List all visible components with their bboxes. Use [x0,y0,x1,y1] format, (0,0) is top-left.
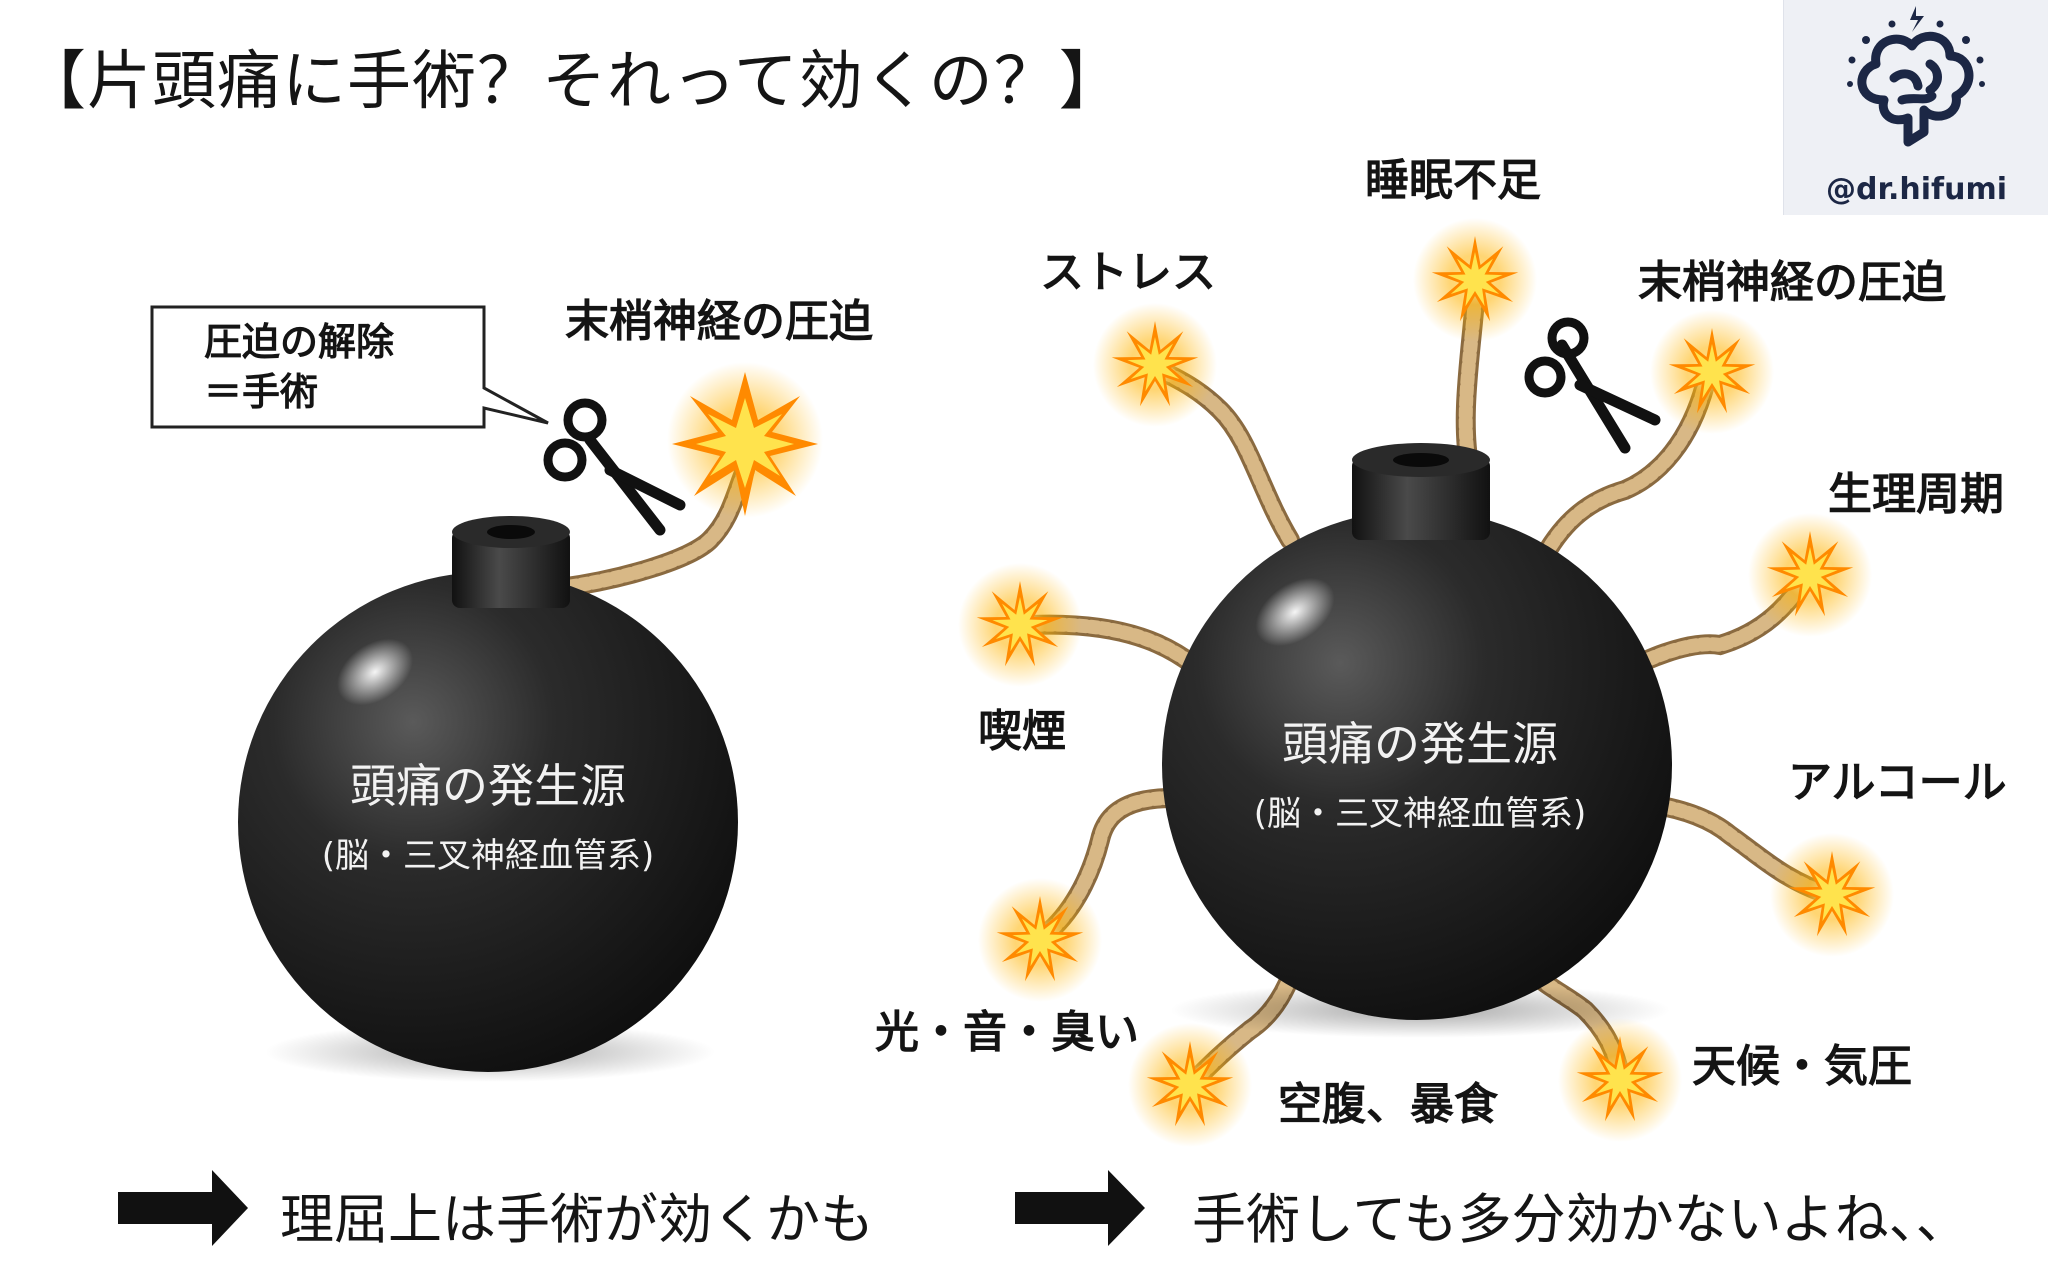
spark-alcohol-icon [1770,833,1894,957]
trigger-menstrual: 生理周期 [1828,469,2004,520]
trigger-sleep: 睡眠不足 [1365,155,1541,206]
left-bomb [238,460,755,1072]
left-scissors-icon [543,398,686,536]
spark-sensory-icon [978,878,1102,1002]
callout-text: 圧迫の解除 ＝手術 [152,307,484,427]
right-bomb-text: 頭痛の発生源 (脳・三叉神経血管系) [1215,708,1625,835]
left-spark [667,362,823,518]
trigger-alcohol: アルコール [1788,757,2007,808]
spark-menstrual-icon [1748,513,1872,637]
logo: @dr.hifumi [1783,0,2048,215]
spark-weather-icon [1558,1018,1682,1142]
page-title: 【片頭痛に手術？それって効くの？】 [22,45,1124,119]
left-bomb-sublabel: (脳・三叉神経血管系) [321,836,655,876]
callout-box [150,305,549,429]
trigger-nerve: 末梢神経の圧迫 [1638,257,1946,308]
right-scissors-icon [1524,317,1661,454]
right-bomb-label: 頭痛の発生源 [1282,717,1558,771]
spark-nerve-icon [1650,310,1774,434]
right-bomb [1162,443,1672,1020]
right-bomb-sublabel: (脳・三叉神経血管系) [1253,794,1587,834]
conclusion-left: 理屈上は手術が効くかも [280,1188,874,1251]
brain-icon [1847,6,1985,147]
trigger-sensory: 光・音・臭い [875,1007,1139,1058]
arrow-left-icon [118,1170,248,1246]
spark-hunger-icon [1128,1023,1252,1147]
trigger-hunger: 空腹、暴食 [1278,1079,1498,1130]
arrow-right-icon [1015,1170,1145,1246]
spark-sleep-icon [1413,218,1537,342]
trigger-stress: ストレス [1040,247,1216,298]
trigger-weather: 天候・気圧 [1692,1041,1912,1092]
spark-stress-icon [1093,303,1217,427]
callout-line-1: 圧迫の解除 [204,320,395,364]
right-sparks [958,218,1894,1147]
trigger-smoking: 喫煙 [978,706,1066,757]
spark-smoking-icon [958,563,1082,687]
left-bomb-text: 頭痛の発生源 (脳・三叉神経血管系) [288,750,688,877]
conclusion-right: 手術しても多分効かないよね、、 [1192,1188,1970,1251]
left-trigger-label: 末梢神経の圧迫 [565,296,873,347]
left-bomb-label: 頭痛の発生源 [350,759,626,813]
callout-line-2: ＝手術 [204,370,319,414]
logo-handle: @dr.hifumi [1826,172,2007,207]
